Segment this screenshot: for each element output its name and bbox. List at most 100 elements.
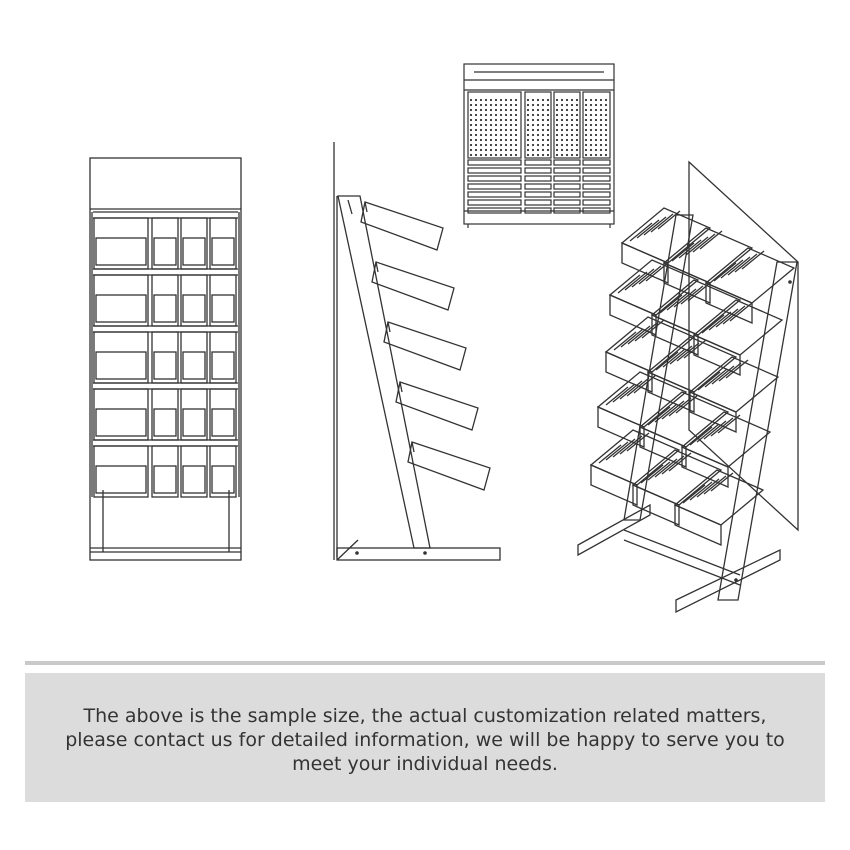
perforation-line (613, 331, 637, 351)
perforation (499, 138, 503, 142)
perforation (469, 148, 473, 152)
perforation (494, 113, 498, 117)
perforation (514, 123, 518, 127)
perforation (499, 113, 503, 117)
perforation-line (687, 282, 711, 302)
shelf-slat (467, 191, 522, 198)
perforation (489, 138, 493, 142)
perforation (526, 108, 530, 112)
base-cross (623, 539, 741, 586)
shelf-slat (524, 191, 552, 198)
perforation (565, 113, 569, 117)
perforation-line (685, 236, 709, 256)
perforation (589, 128, 593, 132)
perforation (479, 153, 483, 157)
top-view-drawing (463, 63, 615, 228)
perforation (474, 143, 478, 147)
perforation (536, 118, 540, 122)
bolt (734, 578, 738, 582)
perforation-line (725, 359, 749, 379)
perforation (565, 148, 569, 152)
perforation (494, 138, 498, 142)
perforation (594, 138, 598, 142)
perforation-line (734, 253, 758, 273)
bin-narrow (151, 388, 179, 441)
perforation (589, 153, 593, 157)
perforation (504, 113, 508, 117)
bin-front (153, 237, 177, 266)
tray (395, 381, 479, 431)
perforation (469, 133, 473, 137)
perforation (565, 138, 569, 142)
perforation (560, 138, 564, 142)
perforation (594, 108, 598, 112)
bin-front (211, 294, 235, 323)
bin-narrow (180, 331, 208, 384)
perforation (589, 103, 593, 107)
perforation (484, 143, 488, 147)
perforation (504, 138, 508, 142)
perforation (589, 113, 593, 117)
perforation (546, 128, 550, 132)
perforation (499, 128, 503, 132)
bin-wide (93, 217, 149, 270)
perforation (560, 103, 564, 107)
perforation (541, 113, 545, 117)
perforation (599, 143, 603, 147)
perforation-line (713, 262, 737, 282)
perforation-line (696, 423, 720, 443)
perforation (504, 128, 508, 132)
perforation-line (640, 464, 664, 484)
perforation (555, 138, 559, 142)
perforation (536, 128, 540, 132)
perforation (560, 153, 564, 157)
perforation (589, 98, 593, 102)
perforation-line (619, 435, 643, 455)
perforation (499, 108, 503, 112)
perforation (584, 133, 588, 137)
perforation-line (662, 348, 686, 368)
perforation (479, 118, 483, 122)
perforation (469, 98, 473, 102)
basket-front (674, 504, 722, 546)
perforation-line (636, 219, 660, 239)
drawing-canvas (89, 63, 799, 614)
perforation (565, 128, 569, 132)
bin-front (95, 465, 147, 494)
perforation-line (678, 239, 702, 259)
bin-wide (93, 445, 149, 498)
perforated-panel (553, 91, 581, 159)
perforation (484, 148, 488, 152)
perforation-line (627, 325, 651, 345)
perforation (499, 98, 503, 102)
perforation (599, 153, 603, 157)
perforation (479, 138, 483, 142)
tray (383, 321, 467, 371)
basket-front (681, 446, 729, 488)
perforation (575, 138, 579, 142)
perforation (565, 108, 569, 112)
perforation (514, 98, 518, 102)
shelf-slat (553, 175, 581, 182)
perforation-line (668, 452, 692, 472)
bolt (423, 551, 427, 555)
perforation (589, 138, 593, 142)
perforation (546, 153, 550, 157)
perforation (584, 153, 588, 157)
perforation (555, 133, 559, 137)
basket-floor (596, 371, 688, 428)
perforation (499, 133, 503, 137)
perforation (531, 153, 535, 157)
perforation (474, 123, 478, 127)
perforation (575, 103, 579, 107)
tray (360, 201, 444, 251)
perforation (589, 108, 593, 112)
bolt (355, 551, 359, 555)
perforation (479, 98, 483, 102)
perforation (594, 118, 598, 122)
perforation-line (689, 481, 713, 501)
perforation (565, 103, 569, 107)
perforation-line (661, 400, 685, 420)
perforation (584, 118, 588, 122)
bin-front (153, 465, 177, 494)
